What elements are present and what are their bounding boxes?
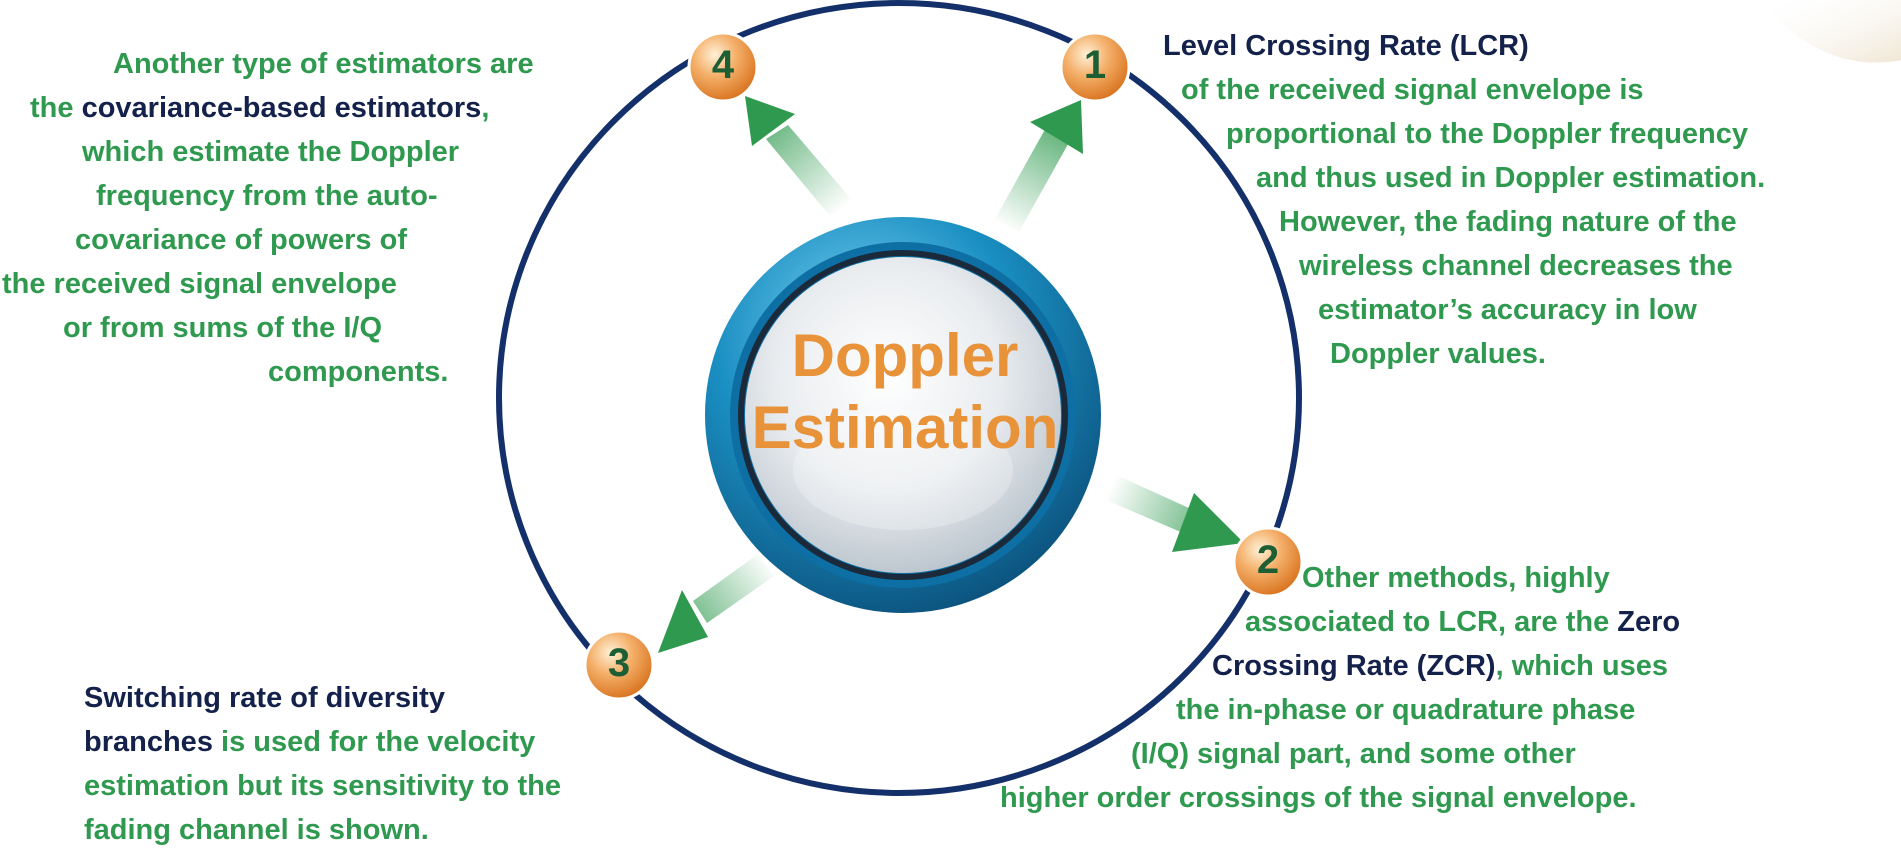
badge-3-circle [583,629,655,701]
panel-4-line: which estimate the Doppler [82,136,460,168]
panel-2-zcr-term: Crossing Rate (ZCR) [1212,650,1496,682]
arrow-4 [745,96,852,216]
badge-4-circle [687,31,759,103]
panel-4-line: components. [268,356,449,388]
panel-1-line: wireless channel decreases the [1299,250,1733,282]
panel-4-line: Another type of estimators are [113,48,534,80]
corner-decoration [1760,0,1901,63]
badge-4-number: 4 [711,43,735,87]
panel-3-line: fading channel is shown. [84,814,429,846]
panel-3-line: estimation but its sensitivity to the [84,770,561,802]
panel-4-line2-lead: the [30,92,82,124]
panel-1-line: However, the fading nature of the [1279,206,1737,238]
badge-1-number: 1 [1083,43,1107,87]
panel-1-line: of the received signal envelope is [1181,74,1644,106]
center-title: Doppler Estimation [735,320,1075,464]
panel-3-line: Switching rate of diversity [84,682,445,714]
badge-3-number: 3 [607,641,631,685]
panel-2-line: the in-phase or quadrature phase [1176,694,1636,726]
panel-1-line: proportional to the Doppler frequency [1226,118,1749,150]
panel-4-line: the covariance-based estimators, [30,86,489,130]
outer-ring [496,0,1302,796]
panel-2-line: associated to LCR, are the Zero [1245,600,1680,644]
panel-4-line: the received signal envelope [2,268,397,300]
panel-2-zero-term: Zero [1617,606,1681,638]
panel-1-line: estimator’s accuracy in low [1318,294,1697,326]
panel-1-line: and thus used in Doppler estimation. [1256,162,1766,194]
panel-4-line: or from sums of the I/Q [63,312,383,344]
center-title-line1: Doppler [791,322,1019,389]
badge-2-number: 2 [1256,538,1280,582]
panel-3-line2-text: is used for the velocity [212,726,536,758]
panel-3-branches-term: branches [84,726,213,758]
panel-4-line: frequency from the auto- [96,180,438,212]
center-title-line2: Estimation [751,394,1059,461]
arrow-1 [995,100,1083,232]
badge-2-circle [1232,526,1304,598]
center-button [705,217,1101,613]
panel-2-line: (I/Q) signal part, and some other [1131,738,1576,770]
panel-4-line: covariance of powers of [75,224,407,256]
panel-2-line: Other methods, highly [1302,562,1610,594]
panel-2-line: higher order crossings of the signal env… [1000,782,1637,814]
panel-4-line2-tail: , [481,92,490,124]
arrow-3 [658,554,774,653]
panel-1-line: Doppler values. [1330,338,1546,370]
badge-1-circle [1059,31,1131,103]
panel-2-line: Crossing Rate (ZCR), which uses [1212,644,1901,688]
panel-2-line2-text: associated to LCR, are the [1245,606,1618,638]
arrow-2 [1106,474,1244,552]
panel-4-covariance-term: covariance-based estimators [81,92,482,124]
panel-3-line: branches is used for the velocity [84,720,535,764]
panel-2-line3-text: , which uses [1495,650,1669,682]
panel-1-title: Level Crossing Rate (LCR) [1163,30,1529,62]
